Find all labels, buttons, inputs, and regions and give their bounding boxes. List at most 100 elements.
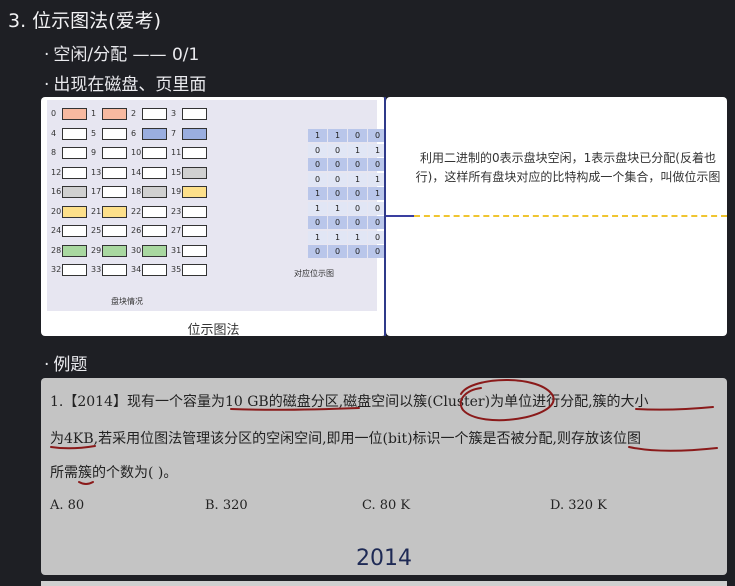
disk-block: [62, 205, 87, 218]
disk-block: [62, 244, 87, 257]
disk-block-number: 31: [171, 245, 182, 255]
bullet-free-allocated: ·空闲/分配 —— 0/1: [44, 40, 199, 65]
figure-caption: 位示图法: [187, 323, 240, 336]
disk-block-number: 13: [91, 167, 102, 177]
bitmap-bit: 0: [328, 216, 347, 229]
bitmap-bit: 0: [328, 245, 347, 258]
bitmap-bit: 0: [308, 216, 327, 229]
disk-block-number: 18: [131, 187, 142, 196]
bitmap-bit: 0: [368, 129, 386, 142]
disk-block: [182, 264, 207, 276]
disk-block: [182, 166, 207, 179]
bitmap-bit: 1: [328, 230, 347, 244]
disk-block: [182, 225, 207, 237]
disk-block: [102, 166, 127, 179]
disk-block: [62, 127, 87, 140]
bitmap-bit: 1: [308, 129, 327, 142]
bitmap-bit: 0: [348, 158, 367, 171]
disk-block: [142, 186, 167, 198]
bullet-dot: ·: [44, 75, 50, 95]
disk-block-number: 12: [51, 167, 62, 177]
bitmap-bit: 0: [368, 216, 386, 229]
annotation-circle-cluster: [459, 379, 555, 422]
disk-block-number: 19: [171, 187, 182, 196]
connector-line: [386, 215, 414, 217]
disk-block: [182, 108, 207, 120]
option-a: A. 80: [50, 498, 85, 513]
disk-block: [142, 264, 167, 276]
annotation-underline-cluster-size: [635, 406, 714, 411]
bitmap-bit: 1: [368, 187, 386, 200]
disk-block: [182, 205, 207, 218]
bitmap-bit: 1: [308, 201, 327, 215]
disk-block-number: 29: [91, 245, 102, 255]
disk-block-number: 3: [171, 109, 177, 118]
disk-block: [182, 127, 207, 140]
disk-block: [62, 147, 87, 159]
disk-block-number: 17: [91, 187, 102, 196]
disk-label: 盘块情况: [111, 297, 143, 306]
bitmap-bit: 0: [348, 187, 367, 200]
disk-block: [142, 127, 167, 140]
disk-block-number: 22: [131, 206, 142, 216]
bitmap-bit: 0: [368, 245, 386, 258]
disk-block-number: 14: [131, 167, 142, 177]
bitmap-bit: 1: [328, 201, 347, 215]
bitmap-bit: 1: [308, 187, 327, 200]
question-line-3: 所需簇的个数为( )。: [50, 465, 178, 481]
disk-block: [62, 108, 87, 120]
annotation-underline-10gb: [230, 407, 360, 411]
disk-block-number: 16: [51, 187, 62, 196]
bitmap-bit: 1: [328, 129, 347, 142]
bitmap-bit: 0: [368, 158, 386, 171]
disk-block: [62, 225, 87, 237]
disk-block-number: 4: [51, 128, 57, 138]
question-line-1: 1.【2014】现有一个容量为10 GB的磁盘分区,磁盘空间以簇(Cluster…: [50, 394, 649, 410]
disk-block: [142, 166, 167, 179]
bitmap-bit: 0: [368, 201, 386, 215]
disk-block: [62, 186, 87, 198]
disk-block: [102, 147, 127, 159]
bitmap-bit: 0: [348, 245, 367, 258]
bullet-text: 出现在磁盘、页里面: [53, 75, 207, 95]
annotation-underline-bitmap: [628, 446, 718, 452]
disk-block-number: 21: [91, 206, 102, 216]
bullet-location: ·出现在磁盘、页里面: [44, 70, 206, 95]
bullet-example: ·例题: [44, 350, 87, 375]
option-d: D. 320 K: [550, 498, 607, 513]
bitmap-bit: 0: [328, 172, 347, 186]
disk-block-number: 26: [131, 226, 142, 235]
bitmap-label: 对应位示图: [294, 269, 334, 278]
bitmap-bit: 0: [348, 216, 367, 229]
disk-block: [142, 205, 167, 218]
card-divider: [384, 97, 386, 336]
annotation-underline-4kb: [50, 445, 96, 450]
bitmap-bit: 0: [308, 245, 327, 258]
exam-question-card: 1.【2014】现有一个容量为10 GB的磁盘分区,磁盘空间以簇(Cluster…: [41, 378, 727, 575]
option-b: B. 320: [205, 498, 248, 513]
bitmap-bit: 1: [308, 230, 327, 244]
disk-block: [102, 264, 127, 276]
section-heading: 3. 位示图法(爱考): [8, 10, 161, 32]
bitmap-bit: 0: [348, 201, 367, 215]
disk-block: [182, 186, 207, 198]
bitmap-bit: 0: [328, 143, 347, 157]
disk-block: [62, 264, 87, 276]
disk-block-number: 28: [51, 245, 62, 255]
year-label: 2014: [356, 546, 412, 571]
disk-block: [102, 127, 127, 140]
bitmap-bit: 0: [348, 129, 367, 142]
question-line-2: 为4KB,若采用位图法管理该分区的空闲空间,即用一位(bit)标识一个簇是否被分…: [50, 431, 641, 447]
disk-block-number: 11: [171, 148, 182, 157]
disk-block-number: 35: [171, 265, 182, 274]
disk-block-number: 0: [51, 109, 57, 118]
disk-block-number: 33: [91, 265, 102, 274]
disk-block-number: 30: [131, 245, 142, 255]
bitmap-bit: 0: [308, 158, 327, 171]
disk-block: [182, 147, 207, 159]
disk-block: [142, 244, 167, 257]
disk-block-number: 25: [91, 226, 102, 235]
disk-block-number: 32: [51, 265, 62, 274]
disk-block-number: 1: [91, 109, 97, 118]
